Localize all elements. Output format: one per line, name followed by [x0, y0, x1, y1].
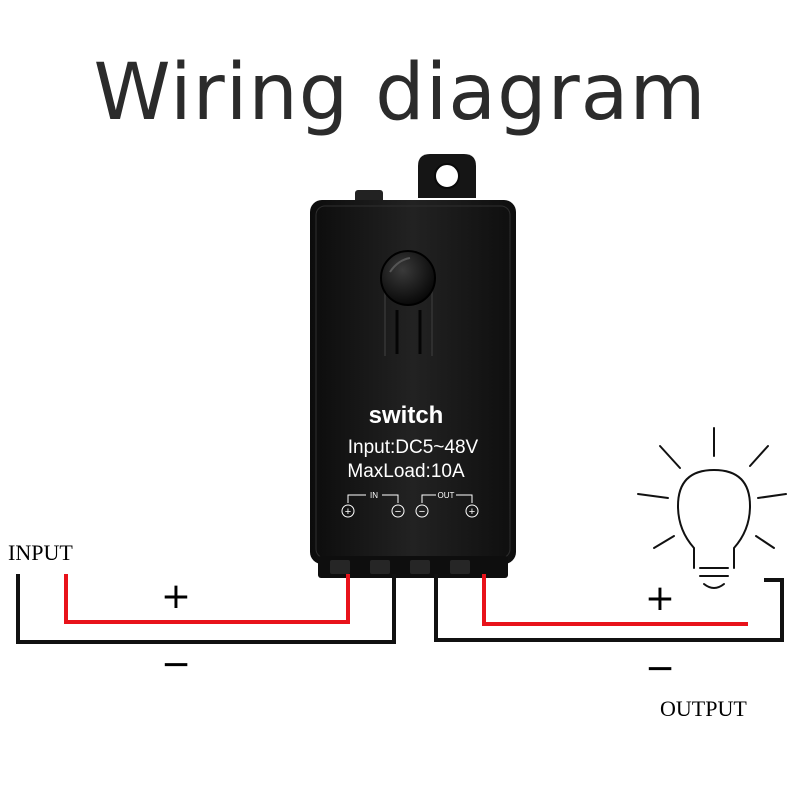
output-positive-wire [482, 574, 748, 626]
input-wires [16, 574, 396, 644]
out-plus-symbol: + [469, 506, 475, 518]
diagram-title: Wiring diagram [93, 48, 707, 138]
device-name: switch [369, 402, 444, 429]
in-minus-symbol: − [395, 506, 401, 518]
out-terminal-label: OUT [438, 491, 455, 500]
mounting-tab [418, 154, 476, 198]
input-label: INPUT [8, 540, 73, 565]
switch-device: switch Input:DC5~48V MaxLoad:10A IN OUT … [310, 200, 516, 578]
input-positive-wire [64, 574, 350, 624]
output-wires [434, 574, 784, 642]
output-plus-label: + [645, 578, 675, 619]
device-input-spec: Input:DC5~48V [348, 437, 479, 458]
input-plus-label: + [161, 576, 191, 617]
in-plus-symbol: + [345, 506, 351, 518]
device-load-spec: MaxLoad:10A [347, 461, 465, 482]
light-bulb-icon [637, 427, 787, 589]
input-minus-label: − [161, 644, 191, 685]
push-button [380, 250, 436, 306]
out-minus-symbol: − [419, 506, 425, 518]
output-label: OUTPUT [660, 696, 747, 721]
output-minus-label: − [645, 648, 675, 689]
input-negative-wire [16, 574, 396, 644]
in-terminal-label: IN [370, 491, 378, 500]
output-negative-wire [434, 574, 784, 642]
